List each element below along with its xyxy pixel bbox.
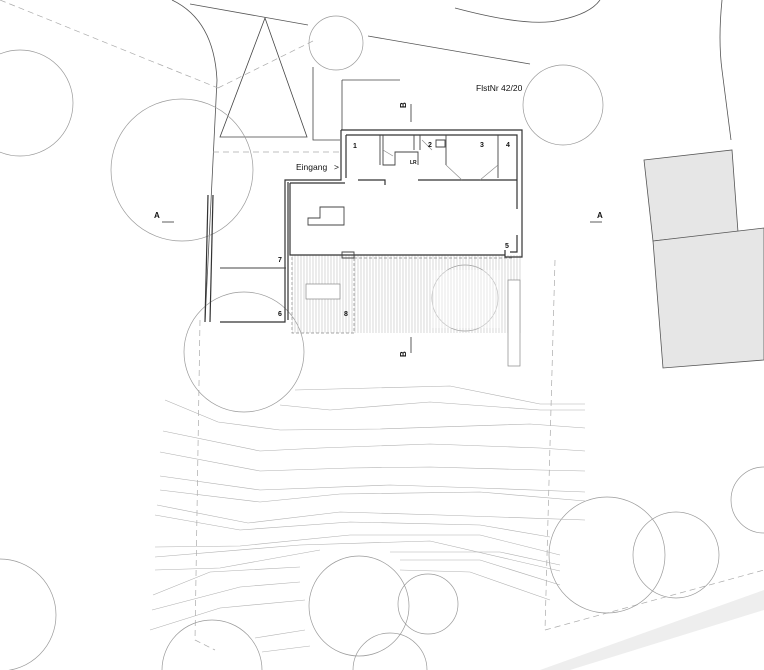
section-marker-b-top: B — [399, 102, 408, 108]
room-label-1: 1 — [353, 143, 357, 150]
parcel-number-label: FlstNr 42/20 — [476, 83, 523, 93]
bench — [507, 279, 521, 367]
room-label-3: 3 — [480, 142, 484, 149]
neighbor-buildings — [643, 149, 764, 369]
room-label-6: 6 — [278, 311, 282, 318]
section-marker-b-bottom: B — [399, 351, 408, 357]
triangle-element — [219, 16, 400, 141]
room-label-4: 4 — [506, 142, 510, 149]
section-marker-a-left: A — [154, 211, 160, 220]
entrance-label: Eingang — [296, 162, 327, 172]
terrace-table — [305, 283, 341, 300]
lift-label: LR — [410, 160, 417, 166]
footpath — [540, 590, 764, 670]
trees — [0, 15, 764, 670]
room-label-7: 7 — [278, 257, 282, 264]
building-walls — [204, 129, 523, 323]
section-marker-a-right: A — [597, 211, 603, 220]
room-label-2: 2 — [428, 142, 432, 149]
entrance-arrow-icon: > — [334, 162, 339, 172]
terrain-contours — [149, 385, 586, 653]
room-label-8: 8 — [344, 311, 348, 318]
room-label-5: 5 — [505, 243, 509, 250]
interior-walls — [220, 135, 499, 269]
parcel-boundaries — [171, 0, 732, 323]
dashed-lines — [0, 0, 764, 651]
